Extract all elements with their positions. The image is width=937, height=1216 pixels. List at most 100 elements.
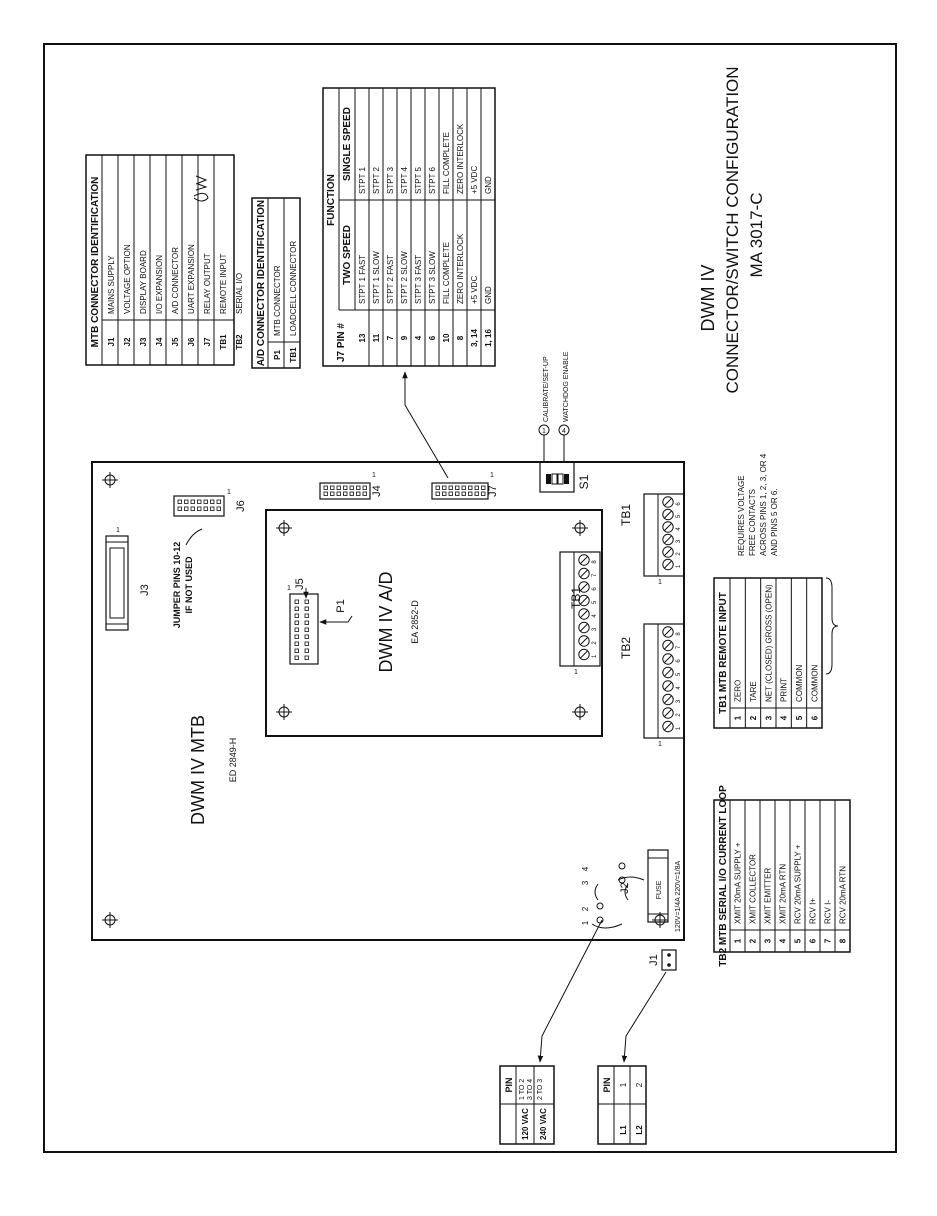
- terminal-screw: [662, 533, 674, 546]
- mounting-hole: [102, 472, 118, 488]
- mtb-id-designator: J2: [123, 337, 132, 346]
- j7-pin-number: 6: [428, 335, 437, 340]
- mtb-id-description: MAINS SUPPLY: [107, 255, 116, 314]
- mounting-hole: [102, 912, 118, 928]
- terminal-screw: [662, 521, 674, 533]
- mtb-id-designator: J6: [187, 337, 196, 346]
- tb1-ad-label: TB1: [569, 587, 583, 609]
- tb2-pin-number: 4: [779, 938, 788, 943]
- connector-pin: [184, 506, 189, 511]
- jumper-note-1: JUMPER PINS 10-12: [172, 542, 182, 629]
- title-block: DWM IV CONNECTOR/SWITCH CONFIGURATION MA…: [698, 66, 766, 393]
- j7-single-speed-function: ZERO INTERLOCK: [456, 123, 465, 194]
- connector-pin: [304, 599, 309, 604]
- connector-pin: [190, 499, 195, 504]
- tb1-pin-function: ZERO: [734, 680, 743, 702]
- tb2-pin-function: XMIT COLLECTOR: [749, 854, 758, 924]
- terminal-screw: [578, 608, 590, 620]
- j7-single-speed-function: STPT 4: [400, 166, 409, 194]
- tb2-pin-function: RCV I+: [809, 898, 818, 924]
- ad-id-description: LOADCELL CONNECTOR: [289, 241, 298, 336]
- connector-pin: [356, 491, 361, 496]
- tb1-pin-function: COMMON: [810, 664, 819, 702]
- terminal-screw: [662, 508, 674, 521]
- connector-pin: [304, 613, 309, 618]
- connector-pin: [481, 491, 486, 496]
- j7-function-table: FUNCTION TWO SPEED SINGLE SPEED J7 PIN #…: [322, 87, 496, 367]
- ad-id-description: MTB CONNECTOR: [273, 265, 282, 336]
- terminal-pin-number: 8: [592, 560, 598, 564]
- j3-connector: J3 1: [105, 527, 151, 631]
- voltage-option: 240 VAC: [539, 1108, 548, 1140]
- fuse: FUSE 120V=1/4A 220V=1/8A: [647, 849, 682, 932]
- mtb-id-designator: J7: [203, 337, 212, 346]
- terminal-pin-number: 7: [676, 645, 682, 649]
- j2-pin: [618, 862, 626, 870]
- j2-leader-arrow: [537, 919, 603, 1063]
- j2-pin: [596, 916, 604, 924]
- connector-pin: [197, 499, 202, 504]
- j7-single-speed-function: STPT 2: [372, 166, 381, 194]
- tb2-table-title: TB2 MTB SERIAL I/O CURRENT LOOP: [718, 785, 729, 967]
- j7-two-speed-function: GND: [484, 286, 493, 304]
- connector-pin: [448, 491, 453, 496]
- j6-pin1-label: 1: [227, 489, 231, 496]
- tb1-mtb-pin1-label: 1: [658, 579, 662, 586]
- j7-pin-number: 9: [400, 335, 409, 340]
- connector-pin: [294, 634, 299, 639]
- connector-pin: [336, 491, 341, 496]
- mains-pin: 1: [619, 1082, 628, 1087]
- j7-two-speed-function: STPT 3 FAST: [414, 255, 423, 304]
- j7-leader-arrow: [402, 371, 449, 479]
- j7-pin-number: 3, 14: [470, 329, 479, 347]
- terminal-screw: [578, 554, 590, 566]
- j5-label: J5: [294, 578, 306, 590]
- terminal-pin-number: 3: [676, 699, 682, 703]
- j5-pin1-label: 1: [287, 585, 291, 592]
- j7-two-speed-function: STPT 3 SLOW: [428, 251, 437, 304]
- mains-pin: 2: [635, 1082, 644, 1087]
- tb2-pin-number: 8: [839, 938, 848, 943]
- function-header: FUNCTION: [326, 174, 337, 226]
- ad-board-name: DWM IV A/D: [376, 571, 396, 672]
- connector-pin: [216, 499, 221, 504]
- jumper-leader: [185, 528, 203, 546]
- terminal-screw: [662, 639, 674, 652]
- connector-pin: [294, 641, 299, 646]
- j1-connector: J1: [648, 949, 677, 971]
- connector-pin: [356, 485, 361, 490]
- j2-pin-number: 3: [581, 880, 590, 885]
- terminal-screw: [662, 720, 674, 733]
- voltage-jumper-1: 2 TO 3: [537, 1079, 544, 1100]
- connector-pin: [294, 599, 299, 604]
- j2-pin-number: 4: [581, 866, 590, 871]
- terminal-pin-number: 3: [676, 539, 682, 543]
- mtb-id-description: VOLTAGE OPTION: [123, 244, 132, 314]
- terminal-screw: [662, 693, 674, 706]
- switch-pos4-number: 4: [562, 428, 566, 435]
- terminal-pin-number: 6: [676, 502, 682, 506]
- connector-pin: [304, 606, 309, 611]
- connector-pin: [343, 491, 348, 496]
- p1-label: P1: [335, 599, 347, 612]
- connector-pin: [362, 485, 367, 490]
- connector-pin: [294, 620, 299, 625]
- j4-label: J4: [371, 485, 383, 497]
- tb2-pin-function: RCV 20mA SUPPLY +: [794, 844, 803, 924]
- connector-pin: [461, 491, 466, 496]
- tb1-note-line: REQUIRES VOLTAGE: [737, 475, 746, 556]
- mtb-board-part: ED 2849-H: [228, 738, 238, 783]
- s1-switch: S1: [539, 461, 591, 493]
- terminal-screw: [578, 621, 590, 634]
- connector-pin: [349, 485, 354, 490]
- mtb-id-designator: J4: [155, 337, 164, 346]
- mains-line: L1: [619, 1125, 628, 1135]
- terminal-pin-number: 6: [676, 659, 682, 663]
- tb2-pin-function: XMIT EMITTER: [764, 867, 773, 924]
- mtb-id-designator: TB2: [235, 334, 244, 350]
- j7-pin-number: 13: [358, 333, 367, 342]
- j7-pin-number: 4: [414, 335, 423, 340]
